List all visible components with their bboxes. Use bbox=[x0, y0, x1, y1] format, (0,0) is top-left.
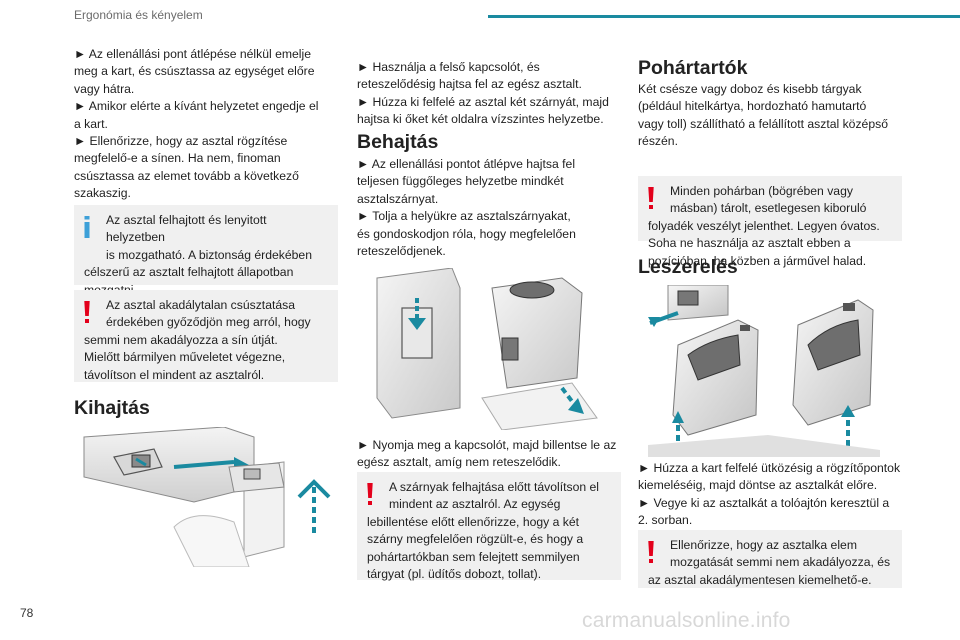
figure-removal bbox=[648, 285, 880, 457]
warning-note: A szárnyak felhajtása előtt távolítson e… bbox=[357, 472, 621, 582]
text-line: A szárnyak felhajtása előtt távolítson e… bbox=[389, 480, 600, 494]
watermark: carmanualsonline.info bbox=[582, 609, 791, 632]
heading-behajtas: Behajtás bbox=[357, 131, 439, 153]
text-line: lebillentése előtt ellenőrizze, hogy a k… bbox=[367, 514, 580, 529]
text-line: Mielőtt bármilyen műveletet végezne, bbox=[84, 350, 286, 365]
warning-note: Az asztal akadálytalan csúsztatása érdek… bbox=[74, 290, 338, 382]
text-line: 2. sorban. bbox=[638, 513, 693, 528]
col3-paragraph-2: ► Húzza a kart felfelé ütközésig a rögzí… bbox=[638, 460, 902, 530]
text-line: ► Vegye ki az asztalkát a tolóajtón kere… bbox=[638, 495, 890, 510]
text-line: (például hitelkártya, hordozható hamutar… bbox=[638, 99, 867, 114]
text-line: érdekében győződjön meg arról, hogy bbox=[106, 315, 311, 330]
text-line: Minden pohárban (bögrében vagy bbox=[670, 184, 853, 198]
col1-paragraph-1: ► Az ellenállási pont átlépése nélkül em… bbox=[74, 46, 338, 203]
col2-paragraph-3: ► Nyomja meg a kapcsolót, majd billentse… bbox=[357, 437, 621, 472]
text-line: pozícióban, ha közben a járművel halad. bbox=[648, 253, 867, 268]
text-line: szárny megfelelően rögzült-e, és hogy a bbox=[367, 532, 584, 547]
text-line: másban) tárolt, esetlegesen kiboruló bbox=[670, 201, 867, 216]
text-line: Két csésze vagy doboz és kisebb tárgyak bbox=[638, 82, 862, 96]
text-line: ► Ellenőrizze, hogy az asztal rögzítése bbox=[74, 134, 288, 149]
text-line: semmi nem akadályozza a sín útját. bbox=[84, 332, 278, 347]
text-line: kiemeléséig, majd döntse az asztalkát el… bbox=[638, 478, 878, 493]
col2-paragraph-1: ► Használja a felső kapcsolót, és retesz… bbox=[357, 59, 621, 129]
info-note: Az asztal felhajtott és lenyitott helyze… bbox=[74, 205, 338, 297]
figure-unfolding bbox=[83, 427, 331, 567]
text-line: csúsztassa az elemet tovább a következő bbox=[74, 168, 299, 183]
info-icon bbox=[84, 216, 90, 238]
figure-folding bbox=[376, 268, 598, 430]
text-line: asztalszárnyat. bbox=[357, 191, 439, 206]
heading-kihajtas: Kihajtás bbox=[74, 397, 150, 419]
text-line: ► Nyomja meg a kapcsolót, majd billentse… bbox=[357, 438, 617, 452]
text-line: Az asztal akadálytalan csúsztatása bbox=[106, 298, 296, 312]
heading-leszereles: Leszerelés bbox=[638, 256, 738, 278]
text-line: részén. bbox=[638, 134, 678, 149]
warning-icon bbox=[648, 187, 654, 209]
text-line: ► Húzza ki felfelé az asztal két szárnyá… bbox=[357, 94, 609, 109]
text-line: Ellenőrizze, hogy az asztalka elem bbox=[670, 538, 857, 552]
text-line: egész asztalt, amíg nem reteszelődik. bbox=[357, 455, 561, 470]
text-line: vagy toll) szállítható a felállított asz… bbox=[638, 116, 888, 131]
text-line: reteszelődjenek. bbox=[357, 244, 446, 259]
text-line: ► Húzza a kart felfelé ütközésig a rögzí… bbox=[638, 461, 901, 475]
header-accent-bar bbox=[488, 15, 960, 18]
text-line: a kart. bbox=[74, 116, 108, 131]
text-line: meg a kart, és csúsztassa az egységet el… bbox=[74, 64, 315, 79]
col2-paragraph-2: ► Az ellenállási pontot átlépve hajtsa f… bbox=[357, 156, 621, 260]
text-line: mindent az asztalról. Az egység bbox=[389, 497, 561, 512]
text-line: célszerű az asztalt felhajtott állapotba… bbox=[84, 265, 294, 280]
heading-pohartartok: Pohártartók bbox=[638, 57, 748, 79]
warning-note: Minden pohárban (bögrében vagy másban) t… bbox=[638, 176, 902, 268]
text-line: ► Az ellenállási pont átlépése nélkül em… bbox=[74, 47, 311, 61]
warning-icon bbox=[648, 541, 654, 563]
col3-paragraph-1: Két csésze vagy doboz és kisebb tárgyak … bbox=[638, 81, 902, 151]
text-line: és gondoskodjon róla, hogy megfelelően bbox=[357, 226, 576, 241]
text-line: pohártartókban sem felejtett semmilyen bbox=[367, 549, 580, 564]
text-line: ► Az ellenállási pontot átlépve hajtsa f… bbox=[357, 157, 576, 171]
text-line: ► Használja a felső kapcsolót, és bbox=[357, 60, 540, 74]
section-title: Ergonómia és kényelem bbox=[74, 8, 203, 22]
text-line: reteszelődésig hajtsa fel az egész aszta… bbox=[357, 77, 582, 92]
text-line: is mozgatható. A biztonság érdekében bbox=[106, 247, 312, 262]
warning-icon bbox=[84, 301, 90, 323]
text-line: hajtsa ki őket két oldalra vízszintes he… bbox=[357, 112, 604, 127]
text-line: Soha ne használja az asztalt ebben a bbox=[648, 236, 851, 251]
text-line: megfelelő-e a sínen. Ha nem, finoman bbox=[74, 151, 281, 166]
page-number: 78 bbox=[20, 606, 34, 620]
text-line: az asztal akadálymentesen kiemelhető-e. bbox=[648, 572, 872, 587]
text-line: ► Amikor elérte a kívánt helyzetet enged… bbox=[74, 99, 319, 114]
text-line: ► Tolja a helyükre az asztalszárnyakat, bbox=[357, 209, 571, 224]
text-line: vagy hátra. bbox=[74, 81, 135, 96]
warning-note: Ellenőrizze, hogy az asztalka elem mozga… bbox=[638, 530, 902, 588]
text-line: Az asztal felhajtott és lenyitott helyze… bbox=[106, 213, 267, 245]
warning-icon bbox=[367, 483, 373, 505]
text-line: mozgatását semmi nem akadályozza, és bbox=[670, 555, 891, 570]
text-line: távolítson el mindent az asztalról. bbox=[84, 367, 265, 382]
text-line: folyadék veszélyt jelenthet. Legyen óvat… bbox=[648, 218, 880, 233]
text-line: teljesen függőleges helyzetbe mindkét bbox=[357, 174, 564, 189]
text-line: tárgyat (pl. üdítős dobozt, tollat). bbox=[367, 567, 542, 582]
text-line: szakaszig. bbox=[74, 186, 131, 201]
